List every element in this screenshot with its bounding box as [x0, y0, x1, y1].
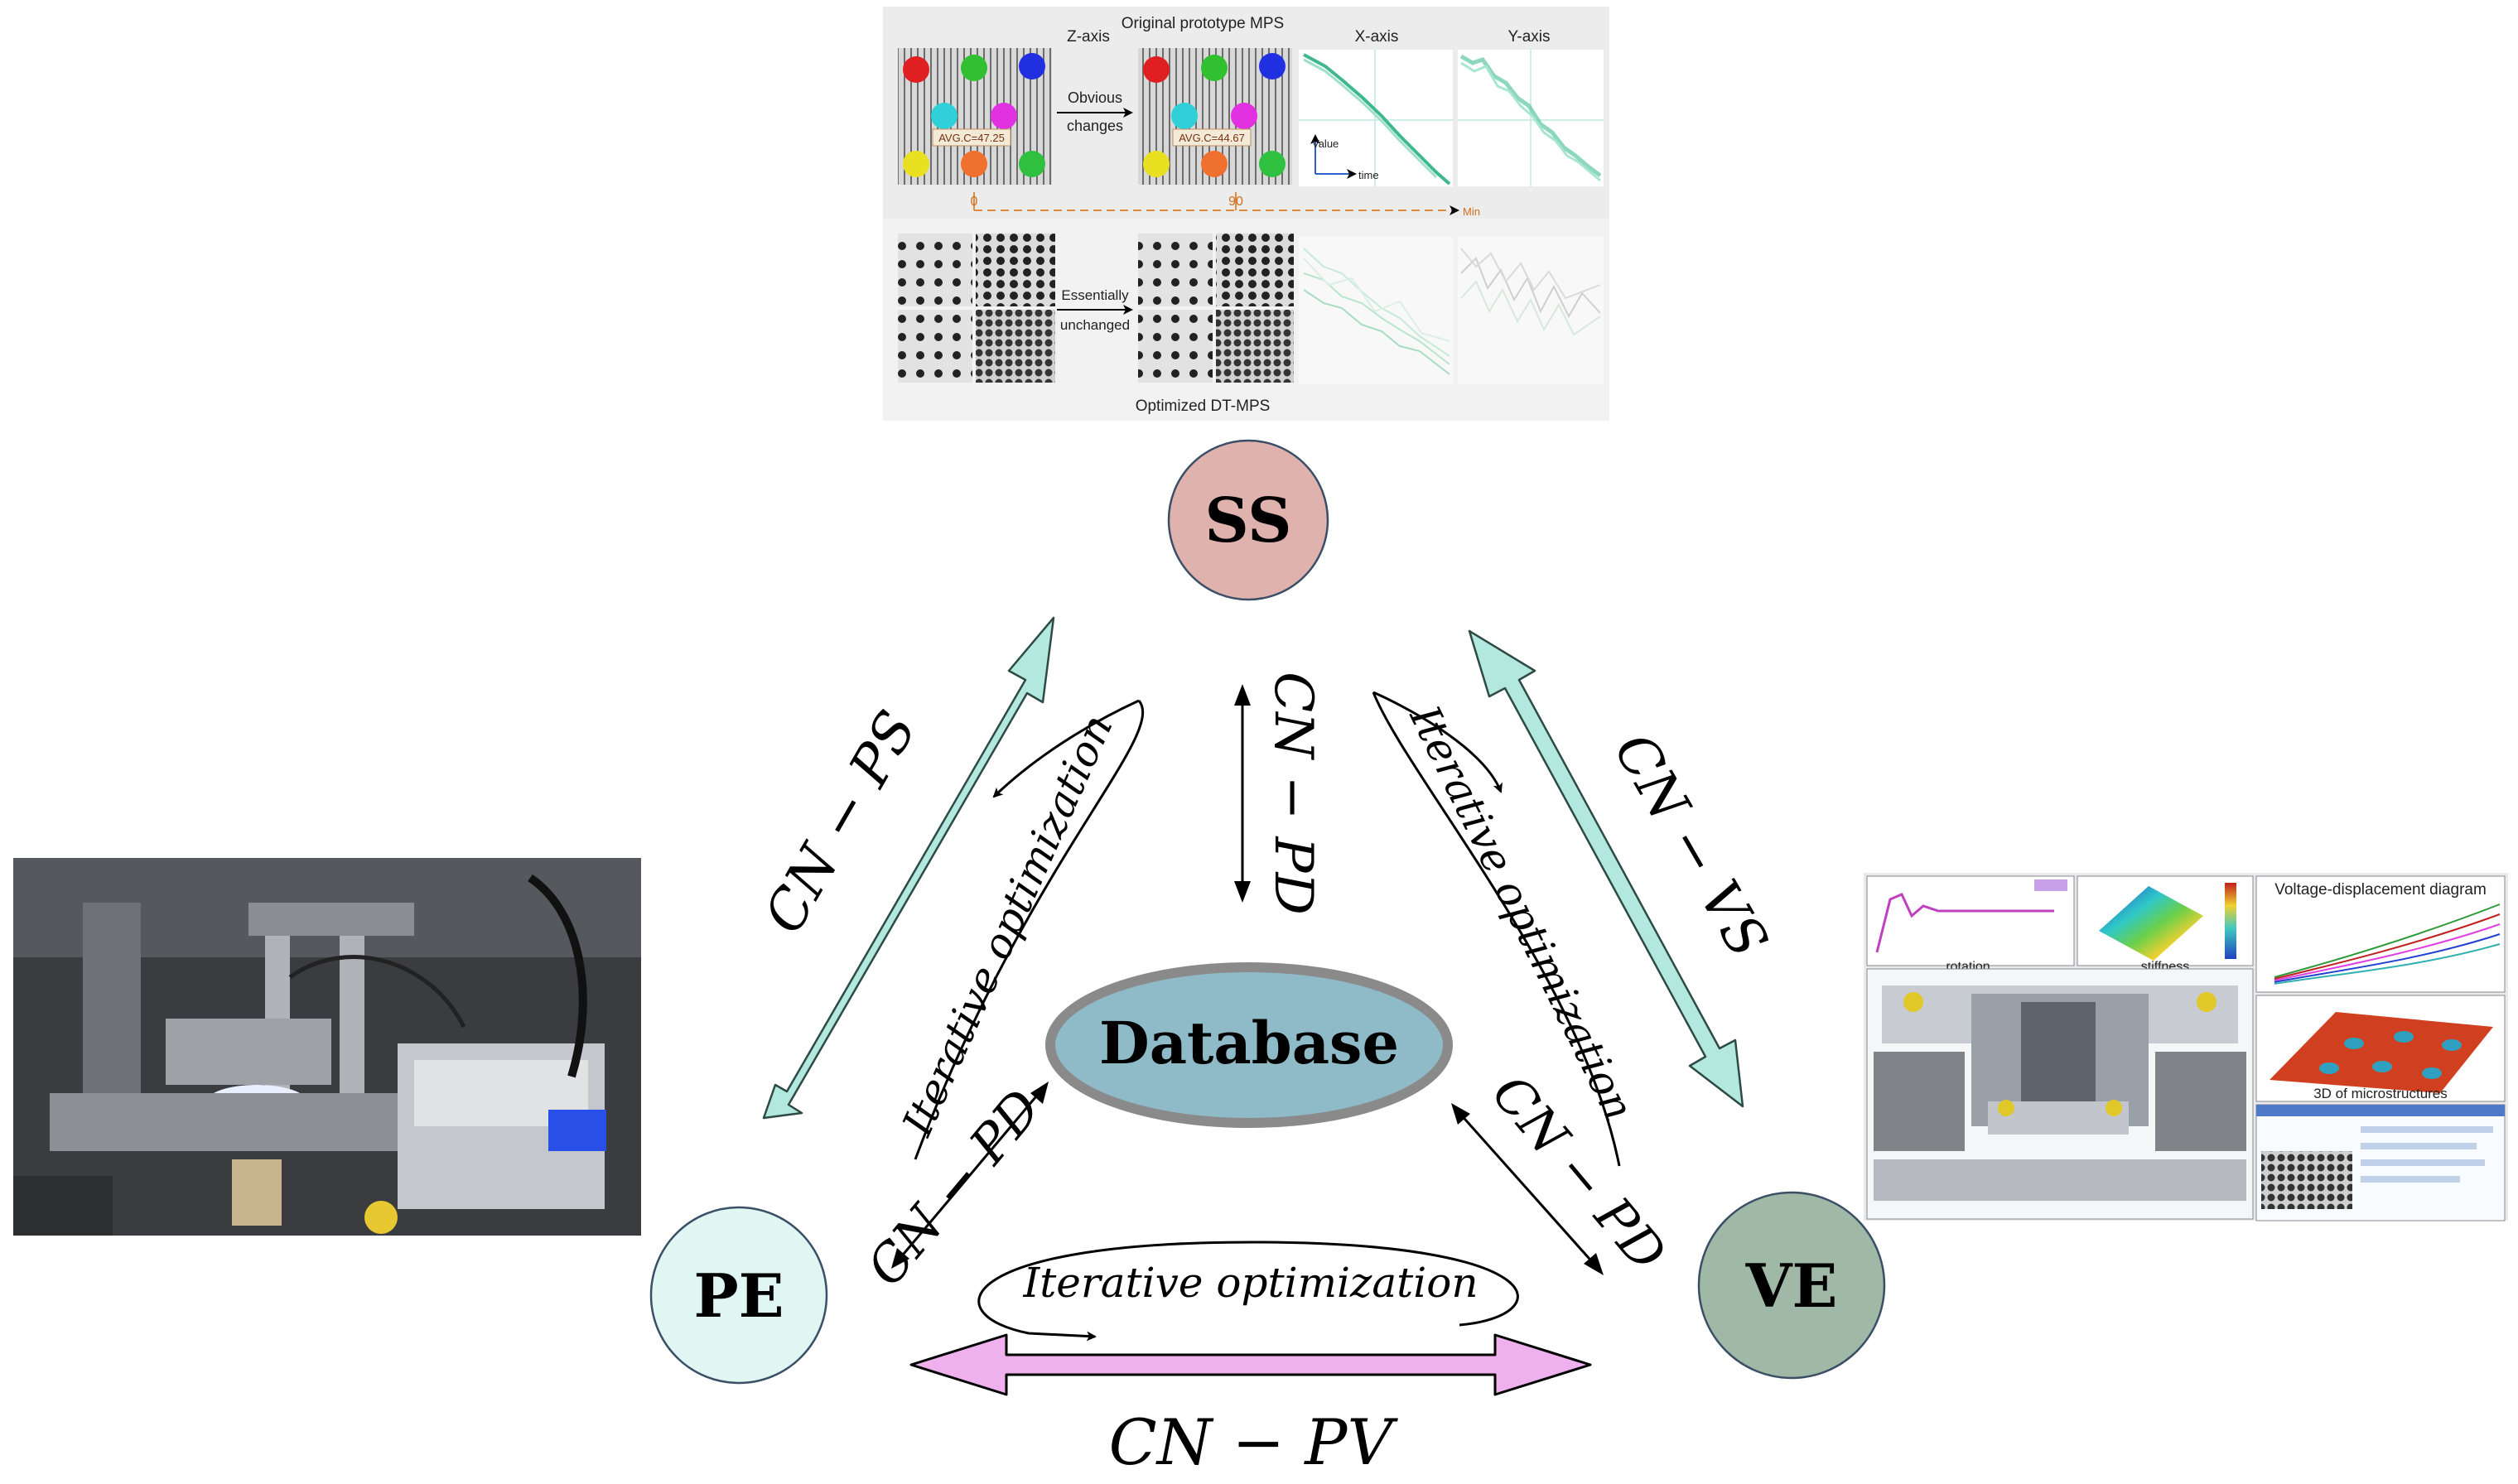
- top-panel-z-axis: Z-axis: [1067, 28, 1110, 46]
- cn-pd-top-arrow: [1234, 684, 1251, 903]
- loop-bottom: [977, 1241, 1519, 1342]
- loop-right-inner: [1372, 691, 1503, 793]
- unchanged-label: unchanged: [1060, 317, 1130, 333]
- cn-pv-arrow: [909, 1333, 1592, 1396]
- dot-array-6: [1216, 234, 1294, 306]
- dot-array-2: [976, 234, 1055, 306]
- dot-array-7: [1138, 310, 1213, 383]
- y-axis-plot-optimized: [1458, 237, 1604, 384]
- dot-array-4: [976, 310, 1055, 383]
- timeline-unit: Min: [1463, 205, 1480, 218]
- top-panel-x-axis: X-axis: [1355, 28, 1399, 46]
- loop-left-inner: [992, 699, 1140, 798]
- cn-pv-label: CN − PV: [1109, 1405, 1399, 1479]
- timeline-start: 0: [971, 195, 978, 209]
- cn-pd-top-label: CN − PD: [1262, 672, 1324, 915]
- physical-entity-photo: [13, 858, 641, 1236]
- ve-label: VE: [1745, 1250, 1838, 1321]
- database-label: Database: [1099, 1009, 1399, 1077]
- value-axis-label: Value: [1312, 137, 1339, 150]
- cn-vs-label: CN − VS: [1602, 722, 1781, 968]
- avg-label-after: AVG.C=44.67: [1179, 132, 1245, 144]
- ss-label: SS: [1204, 485, 1291, 556]
- obvious-label: Obvious: [1068, 89, 1122, 106]
- ve-node: VE: [1697, 1191, 1886, 1380]
- color-markers-before: [903, 53, 1045, 177]
- dot-array-5: [1138, 234, 1213, 306]
- cn-pd-left-arrow: [891, 1082, 1049, 1269]
- cn-pd-right-arrow: [1451, 1103, 1604, 1275]
- loop-left-outer: [914, 700, 1145, 1160]
- dot-array-3: [898, 310, 972, 383]
- cn-vs-arrow: [1468, 629, 1744, 1108]
- ss-node: SS: [1167, 439, 1329, 601]
- optimized-panel-title: Optimized DT-MPS: [1136, 398, 1271, 415]
- top-figure-panel: Original prototype MPS Z-axis X-axis Y-a…: [883, 7, 1609, 421]
- changes-label: changes: [1067, 118, 1123, 134]
- cn-pd-right-label: CN − PD: [1480, 1063, 1678, 1283]
- voltage-title: Voltage-displacement diagram: [2274, 881, 2487, 899]
- loop-right-outer: [1372, 691, 1621, 1167]
- time-axis-label: time: [1358, 169, 1379, 181]
- microstructure-label: 3D of microstructures: [2313, 1086, 2448, 1101]
- database-node: Database: [1045, 962, 1453, 1128]
- pe-node: PE: [649, 1206, 828, 1385]
- timeline-end: 90: [1228, 195, 1243, 209]
- iterative-bottom-label: Iterative optimization: [1022, 1259, 1478, 1307]
- virtual-entity-panel: rotation stiffness Voltage-displacement …: [1864, 873, 2508, 1221]
- top-panel-y-axis: Y-axis: [1507, 28, 1550, 46]
- cn-ps-arrow: [762, 616, 1055, 1120]
- dot-array-1: [898, 234, 972, 306]
- avg-label-before: AVG.C=47.25: [938, 132, 1005, 144]
- top-panel-title: Original prototype MPS: [1122, 15, 1284, 32]
- color-markers-after: [1143, 53, 1286, 177]
- pe-label: PE: [693, 1260, 784, 1331]
- dot-array-8: [1216, 310, 1294, 383]
- essentially-label: Essentially: [1061, 287, 1129, 303]
